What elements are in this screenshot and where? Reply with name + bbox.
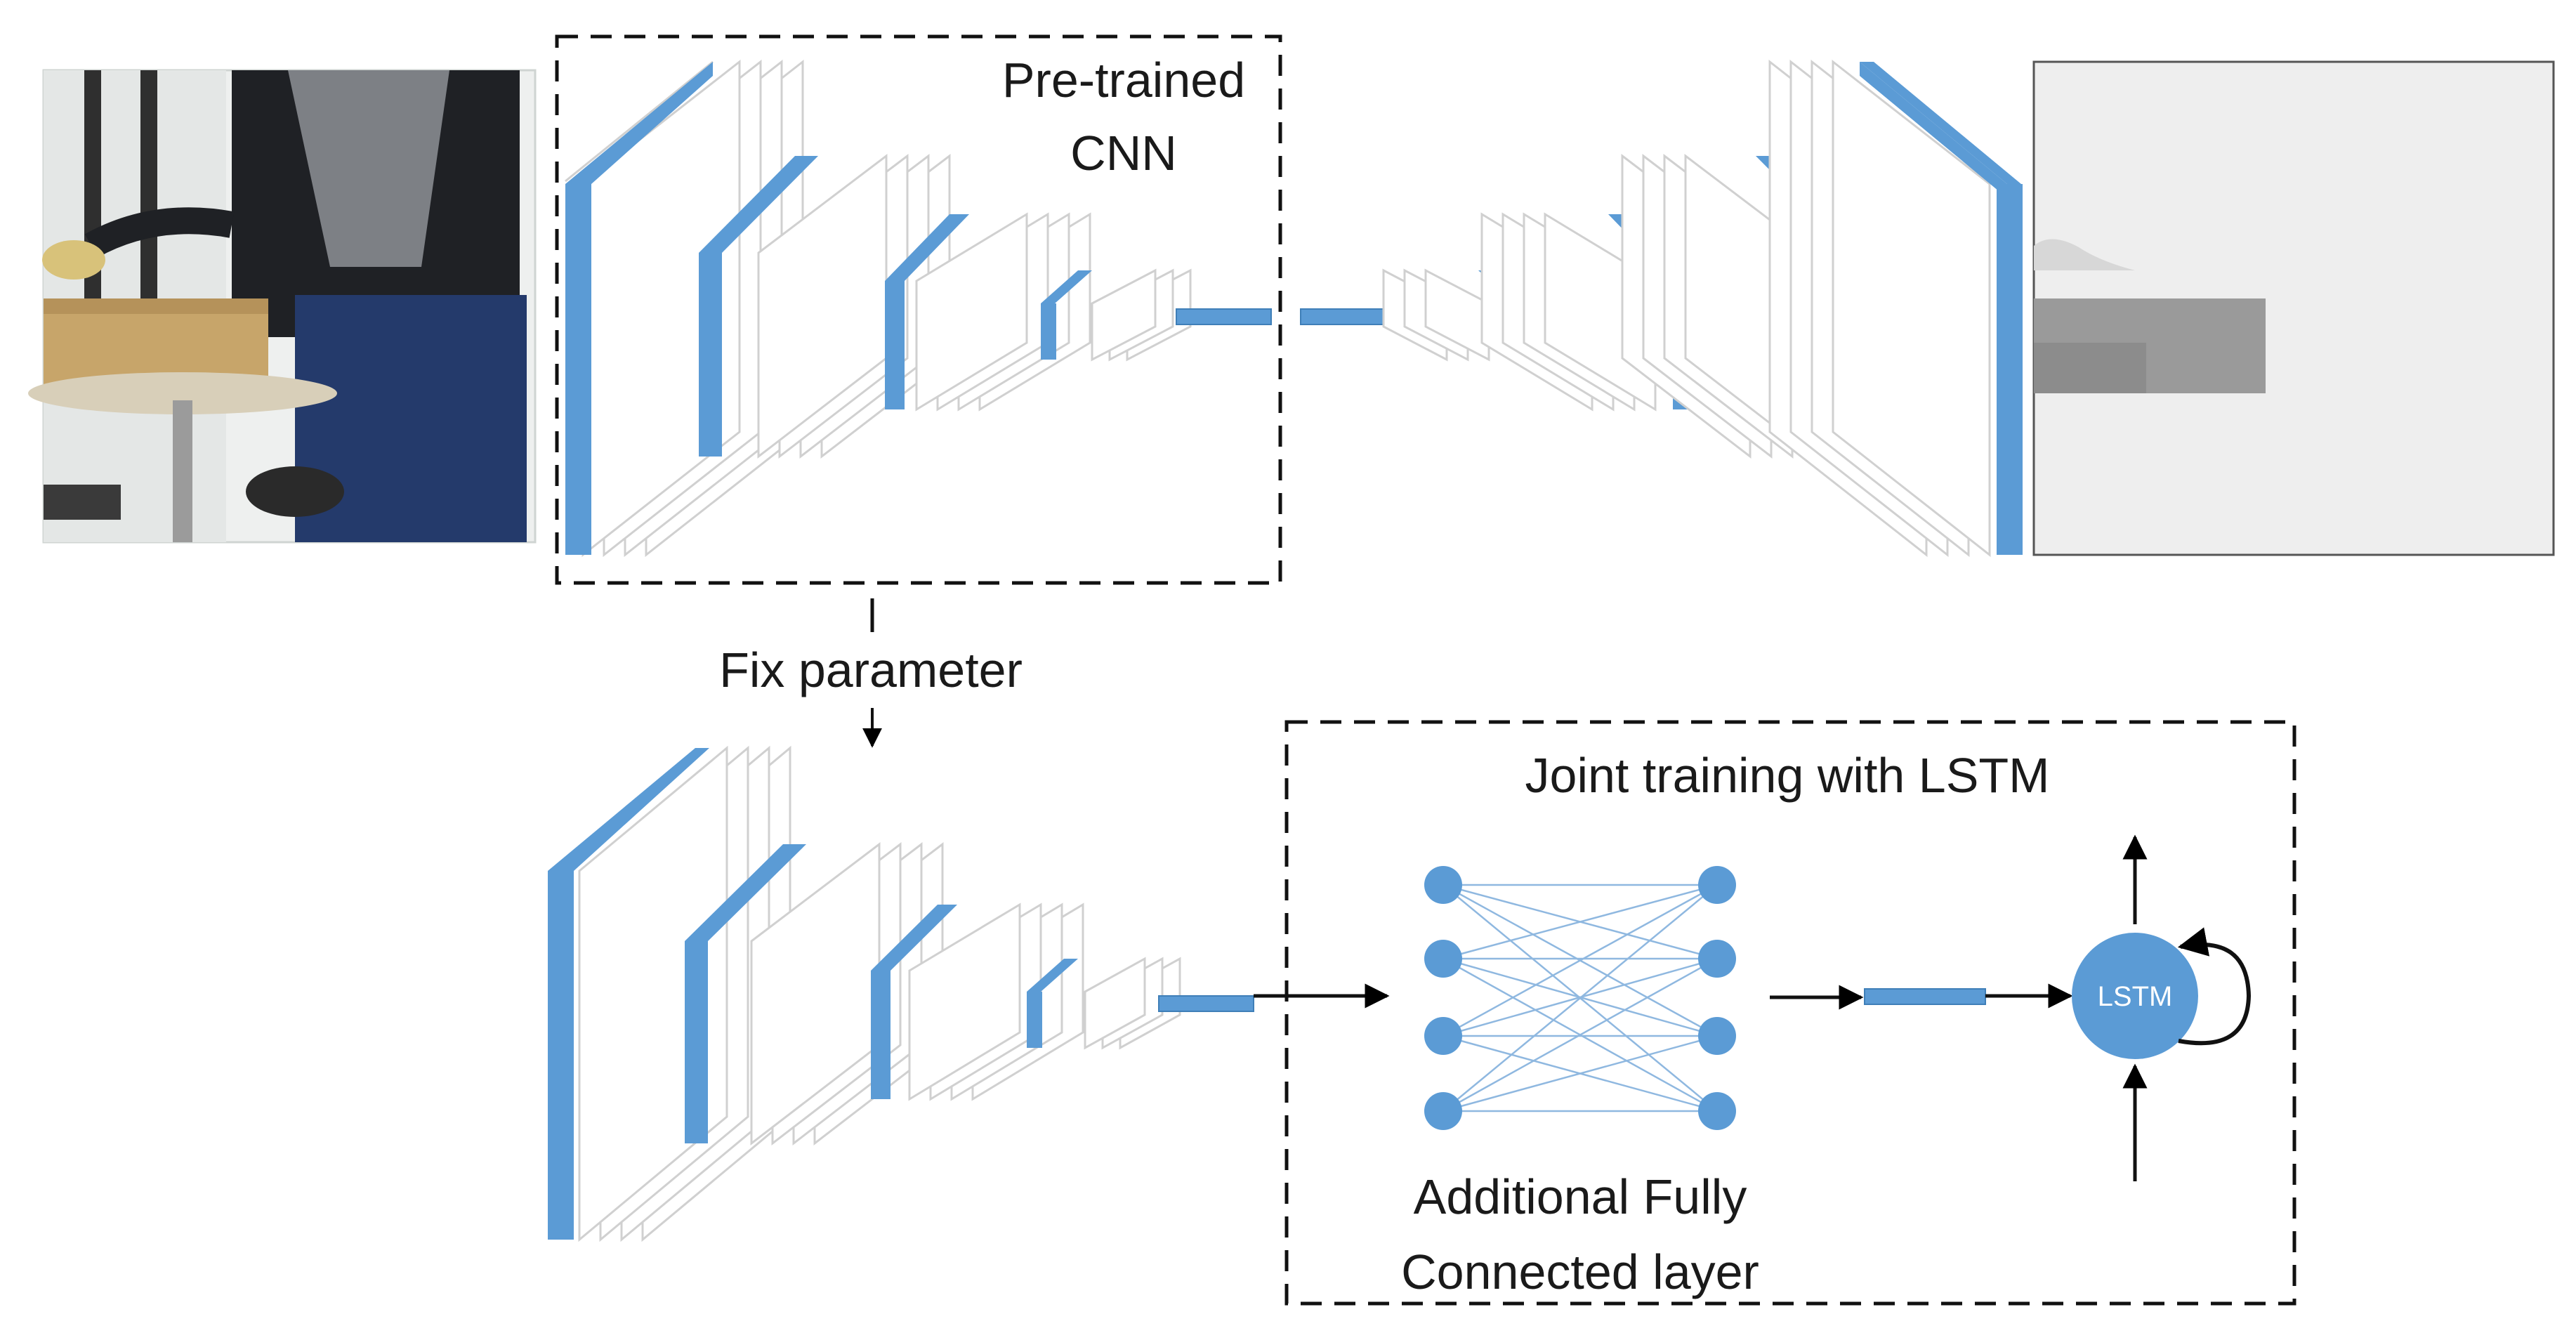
lstm-label: LSTM bbox=[2098, 981, 2173, 1012]
decoder-layer-4 bbox=[1768, 59, 2023, 558]
pretrained-cnn-encoder bbox=[565, 59, 1272, 558]
pretrained-cnn-box bbox=[555, 34, 1282, 585]
frozen-cnn-encoder bbox=[548, 745, 1254, 1242]
fc-connections bbox=[1443, 884, 1718, 1112]
fc-output-node bbox=[1698, 1092, 1736, 1130]
bottom-feature-vector bbox=[1158, 995, 1254, 1012]
fc-output-node bbox=[1698, 1017, 1736, 1055]
bottom-encoder-layer-4 bbox=[1027, 957, 1181, 1050]
lstm-recurrent-arrow bbox=[2177, 927, 2252, 1046]
encoder-layer-4 bbox=[1041, 268, 1192, 362]
additional-fc-label-line1: Additional Fully bbox=[1414, 1169, 1747, 1224]
pretrained-label-line2: CNN bbox=[1070, 126, 1177, 180]
fc-output-node bbox=[1698, 866, 1736, 904]
encoder-layer-3 bbox=[885, 212, 1091, 412]
fc-input-node bbox=[1424, 1092, 1462, 1130]
lstm-cell: LSTM bbox=[2072, 933, 2198, 1059]
fully-connected-layer bbox=[1424, 866, 1736, 1130]
encoder-layer-2 bbox=[699, 153, 951, 459]
bottom-encoder-layer-3 bbox=[871, 902, 1084, 1101]
fc-input-node bbox=[1424, 866, 1462, 904]
fc-nodes bbox=[1424, 866, 1736, 1130]
fc-output-node bbox=[1698, 940, 1736, 978]
encoder-bottleneck-vector bbox=[1176, 308, 1272, 325]
pretrained-label-line1: Pre-trained bbox=[1002, 53, 1245, 107]
joint-training-label: Joint training with LSTM bbox=[1525, 748, 2050, 803]
joint-training-box bbox=[1284, 720, 2296, 1306]
fix-parameter-label: Fix parameter bbox=[719, 643, 1023, 697]
additional-fc-label-line2: Connected layer bbox=[1401, 1245, 1759, 1299]
decoder-network bbox=[1300, 59, 2023, 558]
output-segmentation-mask bbox=[2032, 60, 2555, 556]
decoder-bottleneck-vector bbox=[1300, 308, 1396, 325]
fc-output-vector bbox=[1864, 988, 1986, 1005]
fc-input-node bbox=[1424, 1017, 1462, 1055]
input-photo bbox=[28, 69, 537, 544]
fc-input-node bbox=[1424, 940, 1462, 978]
